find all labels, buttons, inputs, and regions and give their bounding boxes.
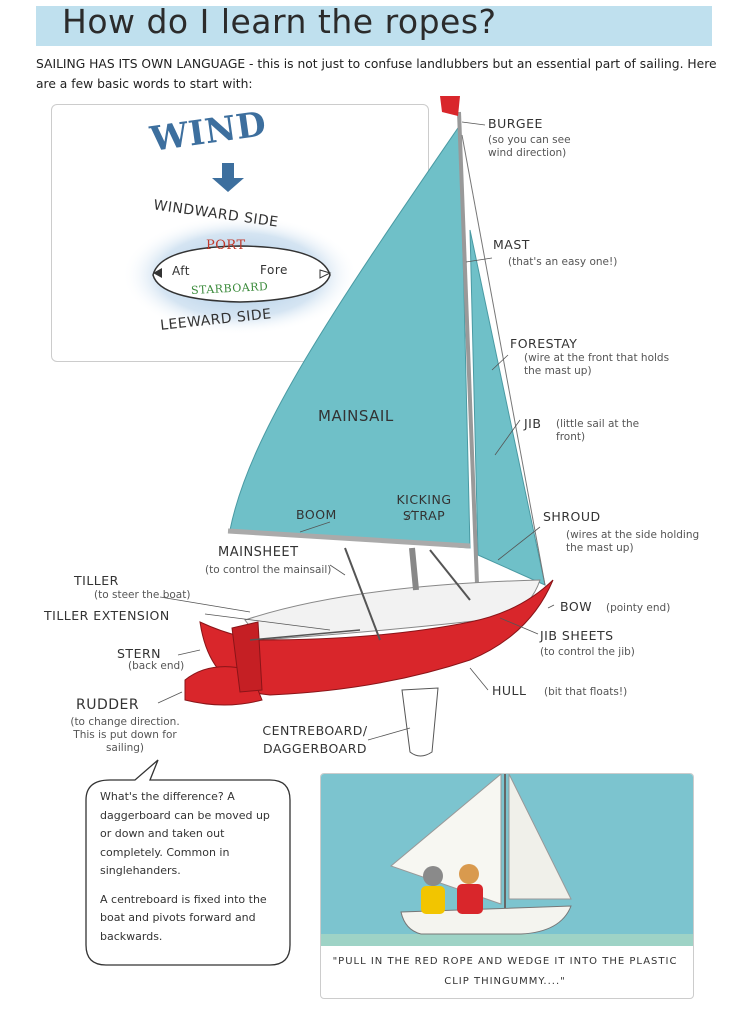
mainsheet-note: (to control the mainsail) — [205, 564, 332, 576]
bow-label: BOW — [560, 599, 593, 614]
kicking-strap-label: KICKING STRAP — [396, 492, 452, 523]
mainsheet-label: MAINSHEET — [218, 545, 299, 560]
aft-arrow-icon — [153, 268, 162, 278]
sailor-1-lifejacket — [421, 886, 445, 914]
jib-label: JIB — [524, 416, 542, 431]
aft-label: Aft — [172, 264, 190, 278]
hull-shape — [199, 579, 554, 696]
boat-outline — [152, 245, 331, 303]
hull-note: (bit that floats!) — [544, 686, 628, 698]
sailor-2-head — [459, 864, 479, 884]
centreboard-shape — [401, 687, 439, 757]
burgee-label: BURGEE — [488, 116, 543, 131]
bow-note: (pointy end) — [606, 602, 671, 614]
scene-jib — [508, 774, 572, 900]
tiller-label: TILLER — [74, 573, 119, 588]
sailor-1-head — [423, 866, 443, 886]
mast-label: MAST — [493, 237, 530, 252]
stern-note: (back end) — [128, 660, 185, 672]
burgee-flag-icon — [440, 96, 460, 116]
jib-sheets-label: JIB SHEETS — [540, 628, 614, 643]
mainsail-label: MAINSAIL — [318, 407, 394, 425]
centreboard-label: CENTREBOARD/ DAGGERBOARD — [262, 723, 368, 756]
daggerboard-text: What's the difference? A daggerboard can… — [100, 790, 270, 877]
jib-sheets-note: (to control the jib) — [540, 646, 635, 658]
jib-shape — [469, 229, 546, 586]
rudder-label: RUDDER — [76, 697, 140, 713]
stern-label: STERN — [117, 646, 162, 661]
forestay-label: FORESTAY — [510, 336, 578, 351]
tiller-extension-label: TILLER EXTENSION — [44, 608, 170, 623]
sailing-scene-panel — [320, 773, 694, 999]
port-label: PORT — [206, 238, 246, 253]
jib-note: (little sail at the front) — [556, 418, 640, 443]
scene-caption: "PULL IN THE RED ROPE AND WEDGE IT INTO … — [332, 956, 678, 987]
shroud-label: SHROUD — [543, 509, 601, 524]
intro-text: SAILING HAS ITS OWN LANGUAGE - this is n… — [36, 57, 717, 91]
rudder-note: (to change direction. This is put down f… — [70, 716, 180, 754]
sailor-2-lifejacket — [457, 884, 483, 914]
hull-label: HULL — [492, 683, 527, 698]
mast-note: (that's an easy one!) — [508, 256, 618, 268]
sailing-scene — [321, 774, 693, 946]
mainsail-shape — [229, 123, 471, 549]
fore-arrow-icon — [319, 269, 332, 279]
mast-line — [457, 111, 480, 611]
tiller-note: (to steer the boat) — [94, 589, 191, 601]
title-bar — [36, 6, 712, 46]
boom-label: BOOM — [296, 507, 337, 522]
page-title: How do I learn the ropes? — [62, 2, 497, 41]
wind-diagram — [122, 163, 358, 335]
shroud-note: (wires at the side holding the mast up) — [566, 529, 700, 554]
leader-lines — [157, 121, 555, 741]
difference-note: What's the difference? A daggerboard can… — [100, 788, 284, 956]
scene-boat — [400, 905, 572, 935]
speech-bubble-outline — [85, 759, 291, 966]
burgee-note: (so you can see wind direction) — [488, 134, 571, 159]
centreboard-text: A centreboard is fixed into the boat and… — [100, 892, 267, 943]
forestay-note: (wire at the front that holds the mast u… — [524, 352, 670, 377]
fore-label: Fore — [260, 263, 288, 277]
boom-line — [227, 528, 471, 549]
wind-arrow-icon — [212, 163, 244, 192]
